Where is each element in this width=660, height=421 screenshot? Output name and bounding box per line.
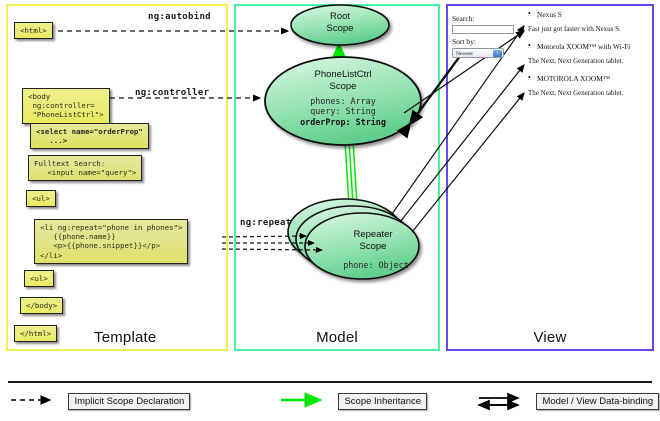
legend-implicit-label: Implicit Scope Declaration (68, 393, 191, 410)
code-box-body-open: <body ng:controller= "PhoneListCtrl"> (22, 88, 110, 124)
code-box-select: <select name="orderProp" ...> (30, 123, 149, 150)
edge-label-ng-repeat: ng:repeat (240, 218, 292, 228)
code-box-html-close: </html> (14, 325, 58, 343)
legend-implicit-scope-declaration: Implicit Scope Declaration (10, 391, 191, 410)
code-box-ul-close: <ul> (24, 270, 54, 288)
list-item[interactable]: MOTOROLA XOOM™ The Next, Next Generation… (528, 73, 652, 98)
legend-scope-inheritance: Scope Inheritance (280, 391, 428, 410)
legend-inheritance-label: Scope Inheritance (338, 393, 428, 410)
code-box-search: Fulltext Search: <input name="query"> (28, 155, 143, 182)
panel-view-title: View (533, 329, 567, 346)
search-input[interactable] (452, 25, 514, 34)
view-form: Search: Sort by: Newest ↕ (452, 14, 530, 58)
list-item[interactable]: Nexus S Fast just got faster with Nexus … (528, 9, 652, 34)
double-arrow-icon (477, 392, 520, 411)
dashed-arrow-icon (11, 394, 52, 405)
panel-model: Model (234, 4, 440, 351)
code-box-ul-open: <ul> (26, 190, 56, 208)
legend-model-view-data-binding: Model / View Data-binding (477, 391, 660, 411)
panel-template-title: Template (94, 329, 157, 346)
phone-list: Nexus S Fast just got faster with Nexus … (528, 9, 652, 106)
code-box-li-repeat: <li ng:repeat="phone in phones"> {{phone… (34, 219, 189, 264)
phone-name: Motorola XOOM™ with Wi-Fi (528, 41, 652, 52)
phone-snippet: The Next, Next Generation tablet. (528, 57, 624, 65)
sort-by-selected-value: Newest (456, 51, 473, 57)
legend-binding-label: Model / View Data-binding (536, 393, 660, 410)
edge-label-ng-autobind: ng:autobind (148, 12, 211, 22)
list-item[interactable]: Motorola XOOM™ with Wi-Fi The Next, Next… (528, 41, 652, 66)
phone-name: Nexus S (528, 9, 652, 20)
green-arrow-icon (281, 391, 323, 408)
edge-label-ng-controller: ng:controller (135, 88, 210, 98)
phone-name: MOTOROLA XOOM™ (528, 73, 652, 84)
sort-label: Sort by: (452, 37, 476, 46)
code-box-body-close: </body> (20, 297, 64, 315)
chevron-down-icon: ↕ (493, 50, 502, 57)
panel-model-title: Model (316, 329, 358, 346)
code-box-html-open: <html> (14, 22, 53, 40)
search-label: Search: (452, 14, 475, 23)
phone-snippet: The Next, Next Generation tablet. (528, 89, 624, 97)
phone-snippet: Fast just got faster with Nexus S. (528, 25, 621, 33)
legend-divider (8, 381, 652, 383)
sort-by-select[interactable]: Newest ↕ (452, 48, 504, 58)
